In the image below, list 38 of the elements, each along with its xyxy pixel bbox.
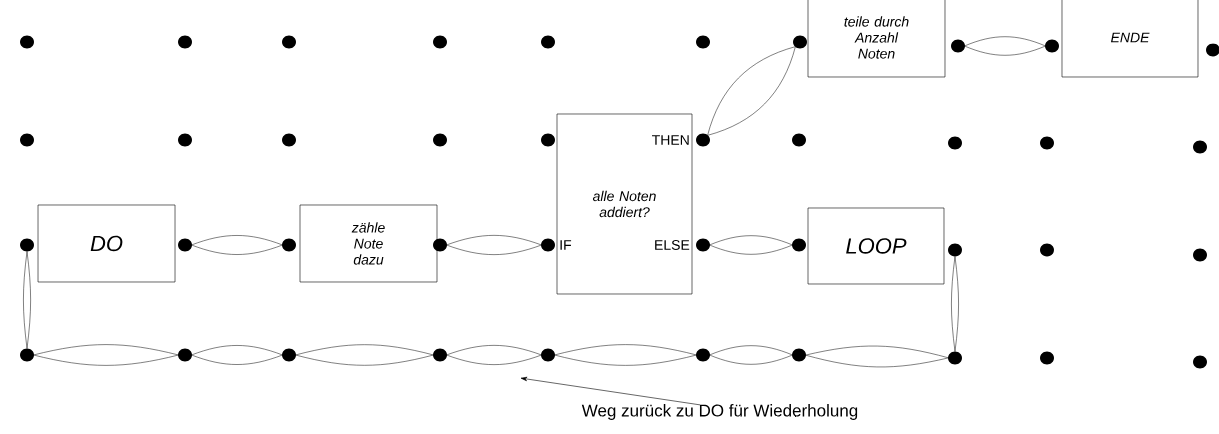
connection-dot (178, 348, 192, 362)
loop-connector (295, 344, 434, 366)
connection-dot (178, 238, 192, 252)
loop-connector (446, 345, 542, 365)
connection-dot (948, 243, 962, 257)
connection-dot (696, 348, 710, 362)
connection-dot (951, 39, 965, 53)
loop-connector (964, 36, 1046, 56)
process-box: DO (37, 204, 176, 283)
loop-connector (446, 235, 542, 255)
connection-dot (948, 351, 962, 365)
loop-connector (709, 345, 793, 365)
connection-dot (792, 348, 806, 362)
loop-connector (191, 235, 283, 255)
annotation-text: Weg zurück zu DO für Wiederholung (581, 404, 858, 420)
connection-dot (433, 348, 447, 362)
connection-dot (793, 35, 807, 49)
loop-connector (951, 256, 959, 352)
connection-dot (696, 133, 710, 147)
loop-connector (805, 345, 949, 368)
connection-dot (541, 238, 555, 252)
process-box: ENDE (1061, 0, 1199, 78)
decision-box: alle Noten addiert? THEN IF ELSE (556, 113, 693, 295)
connection-dot (282, 348, 296, 362)
connection-dot (792, 238, 806, 252)
loop-connector (191, 345, 283, 365)
loop-connector (709, 235, 793, 255)
process-box: LOOP (807, 207, 945, 285)
loop-connector (554, 344, 697, 366)
process-box: teile durch Anzahl Noten (807, 0, 946, 78)
leader-line (520, 376, 701, 406)
process-box: zähle Note dazu (299, 204, 438, 283)
loop-connector (33, 344, 179, 366)
loop-connector (707, 46, 796, 136)
connection-dot (541, 348, 555, 362)
loop-connector (23, 251, 31, 349)
connection-dot (433, 238, 447, 252)
connection-dot (20, 348, 34, 362)
